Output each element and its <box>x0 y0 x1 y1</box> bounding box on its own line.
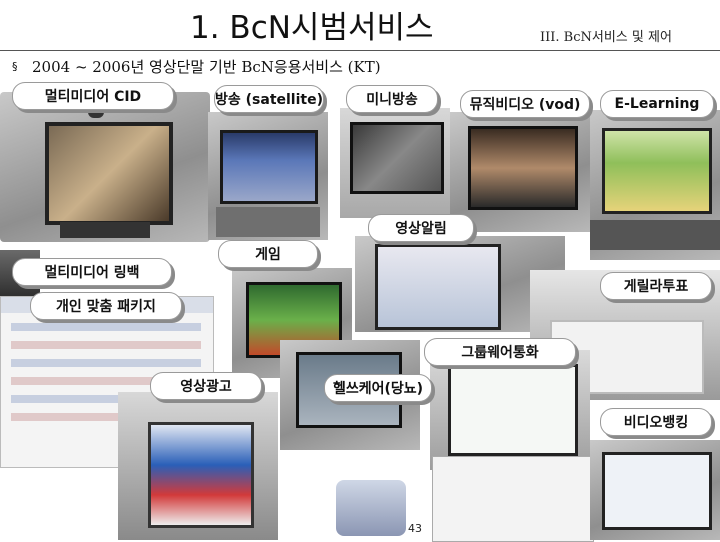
webpage-row <box>11 377 201 385</box>
section-label: III. BcN서비스 및 제어 <box>540 30 672 45</box>
webpage-row <box>11 359 201 367</box>
mini-broadcast-photo <box>340 108 450 218</box>
bullet-icon: § <box>12 60 18 73</box>
label-personal-package: 개인 맞춤 패키지 <box>30 292 182 320</box>
label-broadcast-satellite: 방송 (satellite) <box>214 85 324 113</box>
slide-subtitle: 2004 ~ 2006년 영상단말 기반 BcN응용서비스 (KT) <box>32 58 381 76</box>
videophone-screen <box>45 122 173 225</box>
label-game: 게임 <box>218 240 318 268</box>
mini-broadcast-screen <box>350 122 444 194</box>
webpage-row <box>11 413 201 421</box>
device-keypad <box>590 220 720 250</box>
label-gallup-vote: 게릴라투표 <box>600 272 712 300</box>
broadcast-screen <box>220 130 318 204</box>
label-multimedia-ringback: 멀티미디어 링백 <box>12 258 172 286</box>
healthcare-screen <box>448 364 578 456</box>
webpage-row <box>11 323 201 331</box>
label-video-alert: 영상알림 <box>368 214 474 242</box>
broadcast-device-photo <box>208 112 328 240</box>
webpage-row <box>11 395 201 403</box>
healthcare-photo <box>430 350 590 470</box>
label-multimedia-cid: 멀티미디어 CID <box>12 82 174 110</box>
video-banking-screen <box>602 452 712 530</box>
page-title: 1. BcN시범서비스 <box>190 10 434 46</box>
device-keypad <box>216 207 320 237</box>
video-banking-photo <box>590 440 720 540</box>
elearning-screen <box>602 128 712 214</box>
label-healthcare-diabetes: 헬쓰케어(당뇨) <box>324 374 432 402</box>
label-e-learning: E-Learning <box>600 90 714 118</box>
banking-webpage-photo <box>432 456 594 542</box>
videophone-photo <box>0 92 210 242</box>
label-groupware-call: 그룹웨어통화 <box>424 338 576 366</box>
music-video-screen <box>468 126 578 210</box>
video-ad-photo <box>118 392 278 540</box>
label-video-banking: 비디오뱅킹 <box>600 408 712 436</box>
label-mini-broadcast: 미니방송 <box>346 85 438 113</box>
header-divider <box>0 50 720 51</box>
label-music-video-vod: 뮤직비디오 (vod) <box>460 90 590 118</box>
device-keypad <box>60 222 150 238</box>
video-ad-screen <box>148 422 254 528</box>
glucose-meter-photo <box>336 480 406 536</box>
video-alert-screen <box>375 244 501 330</box>
label-video-ad: 영상광고 <box>150 372 262 400</box>
elearning-photo <box>590 110 720 260</box>
music-video-photo <box>450 112 590 232</box>
page-number: 43 <box>408 522 422 535</box>
webpage-row <box>11 341 201 349</box>
